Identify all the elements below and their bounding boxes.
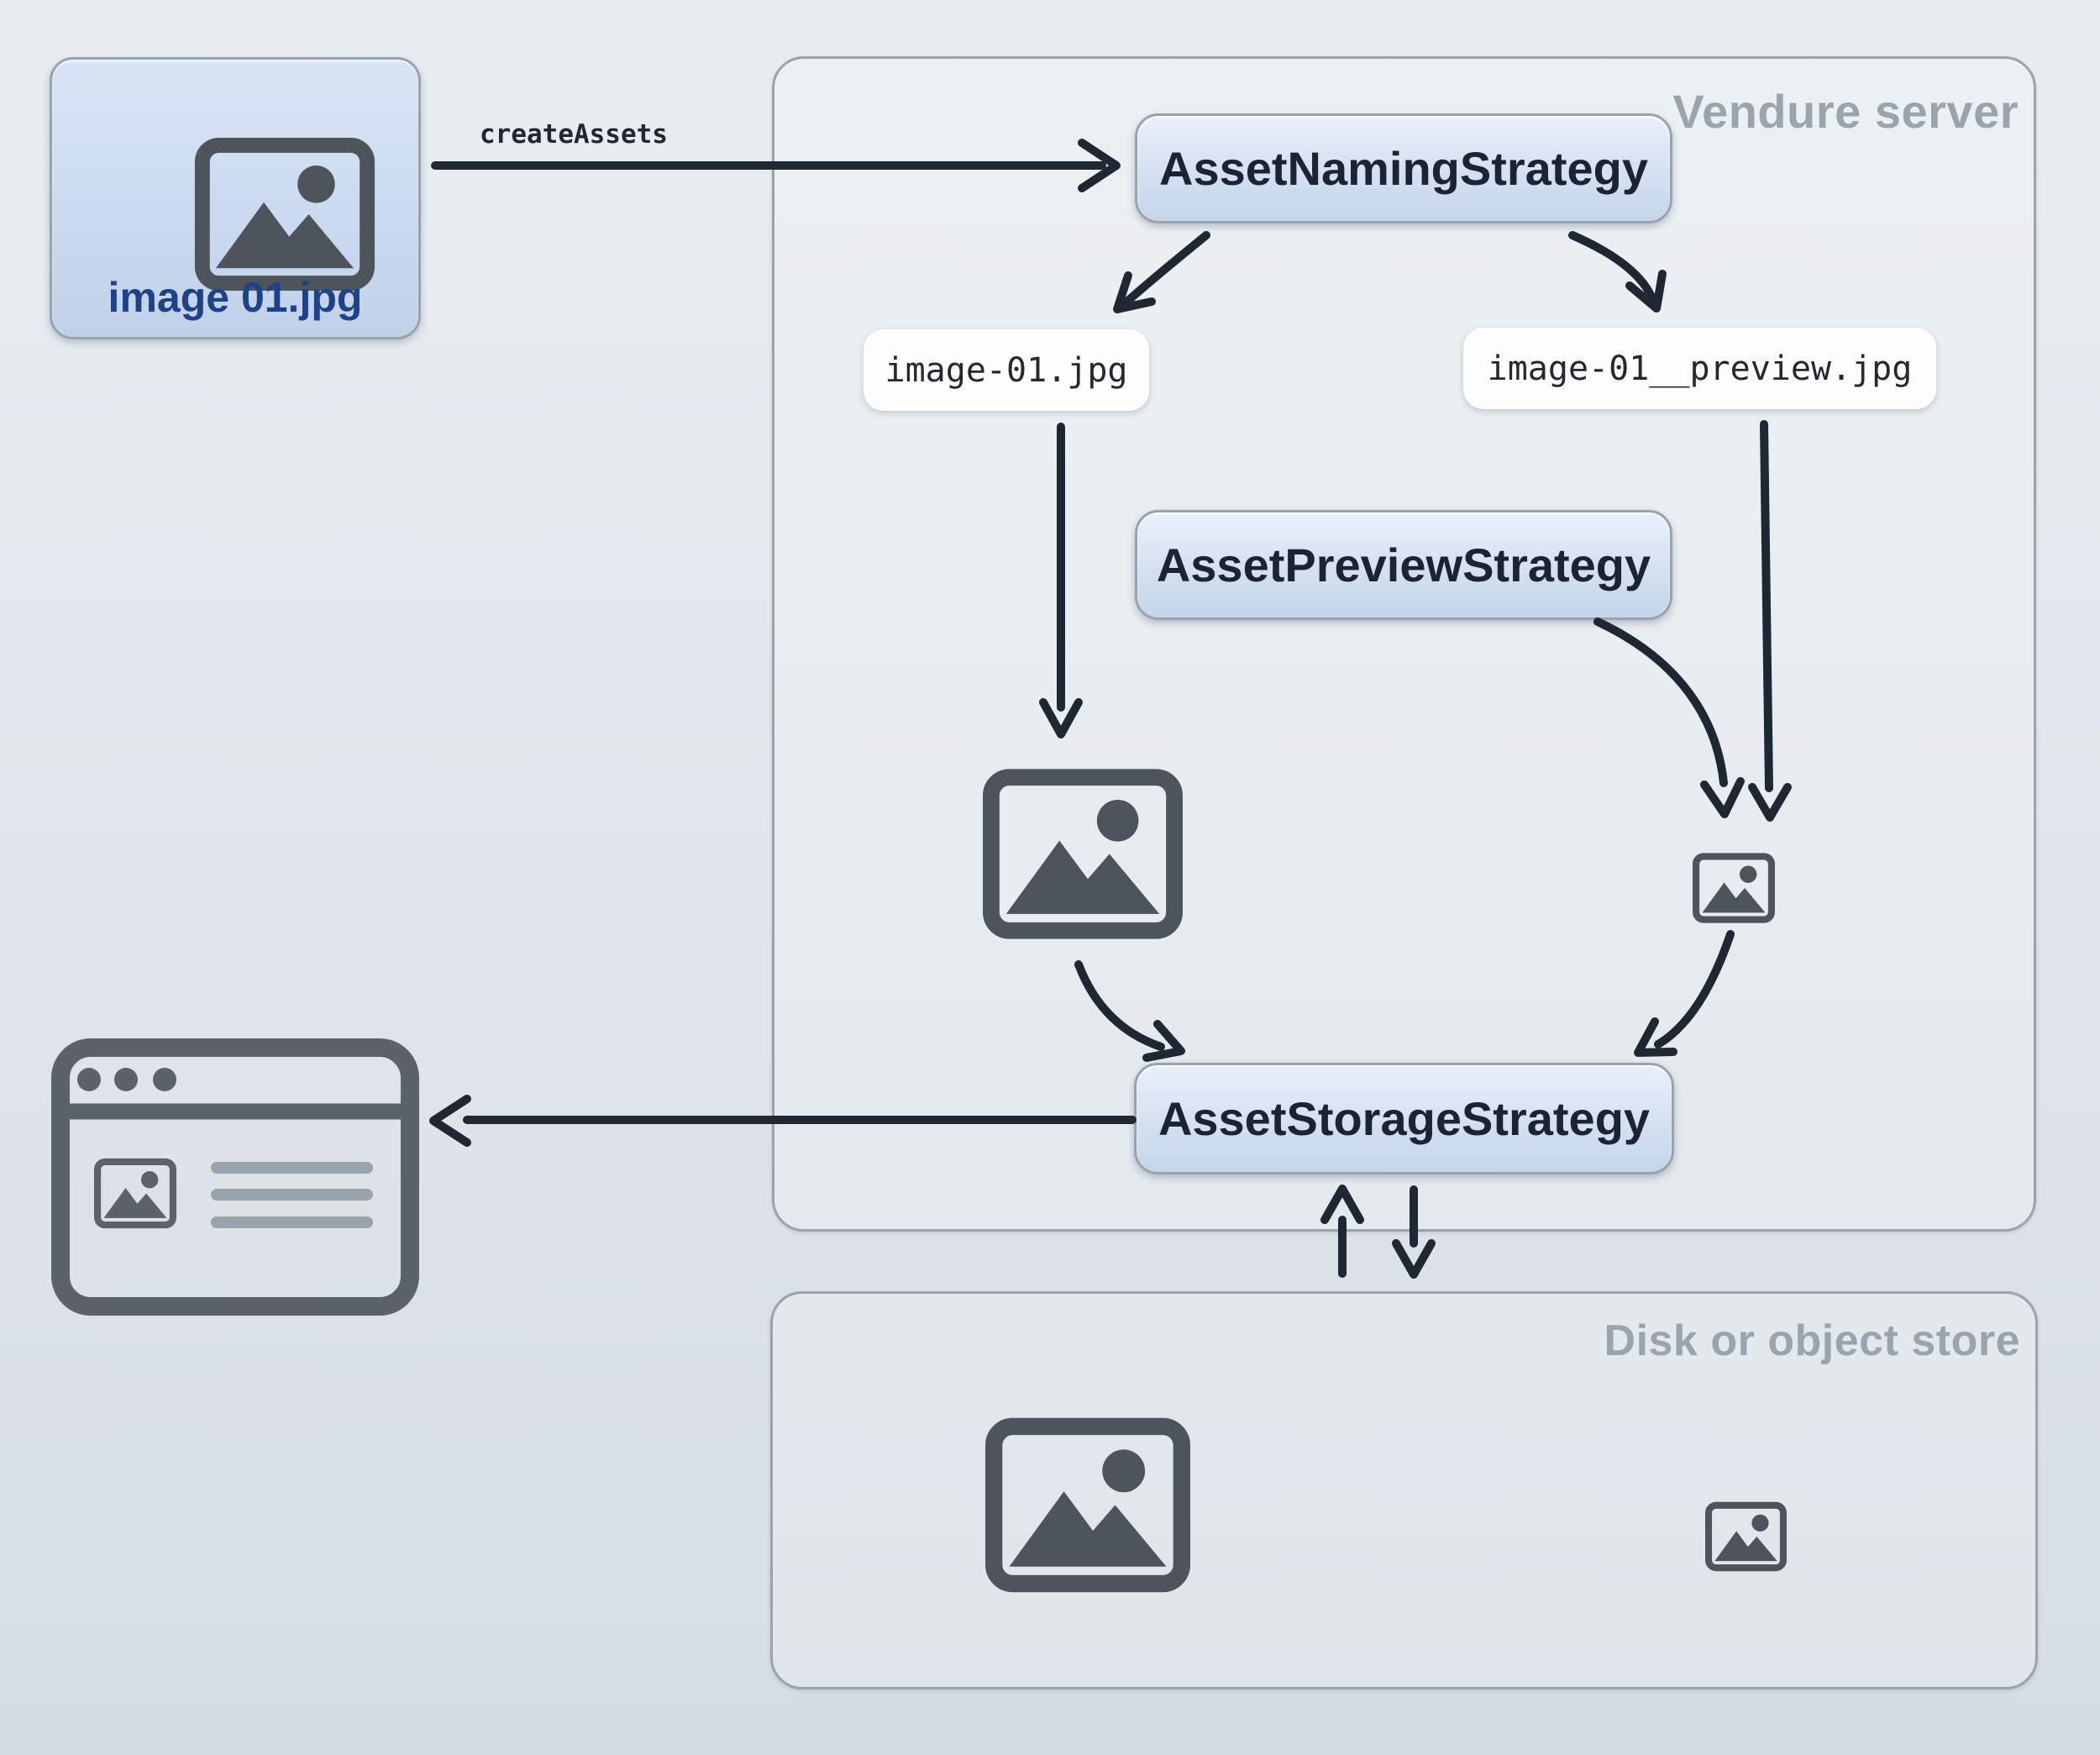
asset-storage-strategy-box: AssetStorageStrategy — [1134, 1063, 1674, 1174]
preview-asset-image-icon — [1693, 853, 1775, 923]
original-filename-pill: image-01.jpg — [864, 329, 1149, 411]
source-image-icon — [194, 138, 375, 291]
browser-dot-icon — [153, 1068, 176, 1091]
preview-filename-pill: image-01__preview.jpg — [1463, 328, 1936, 409]
stored-preview-image-icon — [1705, 1500, 1787, 1573]
browser-window-icon — [51, 1038, 419, 1316]
browser-text-line — [211, 1189, 373, 1201]
original-filename-text: image-01.jpg — [885, 350, 1128, 390]
create-assets-label: createAssets — [480, 119, 668, 150]
browser-text-line — [211, 1216, 373, 1228]
asset-naming-strategy-box: AssetNamingStrategy — [1135, 113, 1672, 223]
preview-filename-text: image-01__preview.jpg — [1487, 349, 1913, 388]
vendure-server-container: Vendure server — [772, 56, 2036, 1232]
asset-preview-strategy-box: AssetPreviewStrategy — [1135, 510, 1672, 620]
browser-dot-icon — [114, 1068, 138, 1091]
browser-text-line — [211, 1162, 373, 1174]
asset-naming-strategy-label: AssetNamingStrategy — [1159, 142, 1648, 195]
disk-store-container: Disk or object store — [770, 1291, 2038, 1689]
vendure-server-title: Vendure server — [1672, 85, 2019, 138]
stored-original-image-icon — [985, 1417, 1190, 1593]
source-asset-filename: image 01.jpg — [108, 274, 363, 321]
browser-content-image-icon — [97, 1162, 173, 1225]
source-asset-box: image 01.jpg — [50, 57, 421, 339]
browser-dot-icon — [77, 1068, 101, 1091]
original-asset-image-icon — [983, 769, 1183, 939]
asset-storage-strategy-label: AssetStorageStrategy — [1158, 1092, 1651, 1145]
asset-preview-strategy-label: AssetPreviewStrategy — [1156, 539, 1651, 591]
disk-store-title: Disk or object store — [1604, 1316, 2020, 1365]
